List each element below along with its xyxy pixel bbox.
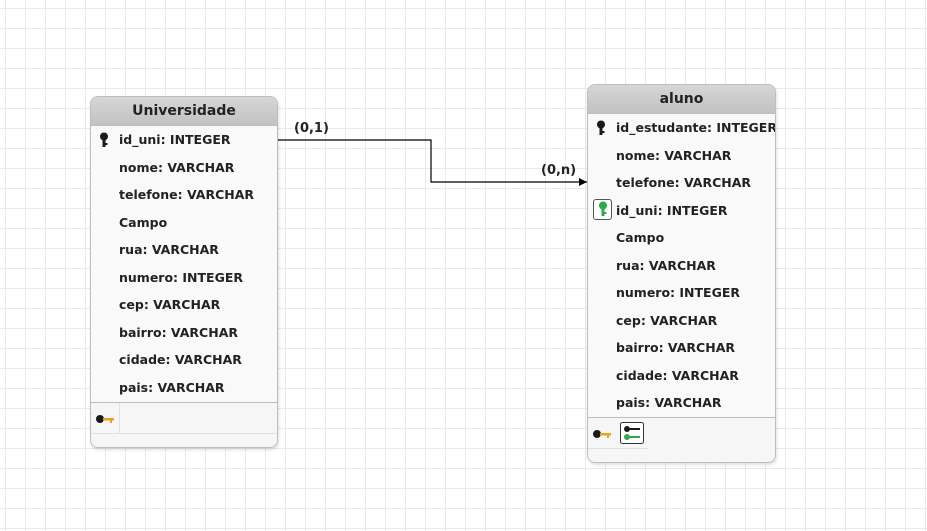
footer-cell[interactable] (120, 403, 277, 434)
field-row[interactable]: rua: VARCHAR (588, 252, 775, 280)
field-row[interactable]: numero: INTEGER (588, 279, 775, 307)
foreign-key-icon (593, 198, 612, 220)
field-label: cidade: VARCHAR (616, 367, 739, 383)
field-label: Campo (616, 230, 665, 245)
field-label: pais: VARCHAR (119, 379, 225, 395)
field-label: bairro: VARCHAR (119, 324, 238, 340)
field-row[interactable]: telefone: VARCHAR (91, 181, 277, 209)
primary-key-icon (99, 132, 113, 148)
field-label: id_uni: INTEGER (616, 202, 728, 218)
field-list: id_estudante: INTEGER nome: VARCHAR telefo… (588, 114, 775, 417)
entity-footer (588, 417, 775, 462)
field-row[interactable]: cep: VARCHAR (91, 291, 277, 319)
entity-footer (91, 402, 277, 447)
key-icon[interactable] (95, 410, 115, 429)
field-label: telefone: VARCHAR (119, 187, 255, 202)
field-label: bairro: VARCHAR (616, 340, 735, 355)
source-cardinality-label: (0,1) (294, 121, 329, 136)
field-row[interactable]: bairro: VARCHAR (588, 334, 775, 362)
field-row[interactable]: Campo (91, 209, 277, 237)
field-label: numero: INTEGER (119, 269, 244, 285)
field-row[interactable]: rua: VARCHAR (91, 236, 277, 264)
field-row[interactable]: cidade: VARCHAR (91, 346, 277, 374)
field-label: cidade: VARCHAR (119, 352, 242, 367)
target-cardinality-label: (0,n) (541, 163, 577, 178)
field-row[interactable]: numero: INTEGER (91, 264, 277, 292)
field-row[interactable]: cep: VARCHAR (588, 307, 775, 335)
entity-title[interactable]: aluno (588, 85, 775, 114)
field-row[interactable]: nome: VARCHAR (91, 154, 277, 182)
field-label: cep: VARCHAR (616, 312, 718, 328)
field-row[interactable]: pais: VARCHAR (91, 374, 277, 402)
entity-title[interactable]: Universidade (91, 97, 277, 126)
key-icon[interactable] (592, 425, 612, 444)
field-row[interactable]: id_uni: INTEGER (91, 126, 277, 154)
field-row[interactable]: bairro: VARCHAR (91, 319, 277, 347)
field-row[interactable]: id_estudante: INTEGER (588, 114, 775, 142)
field-label: id_uni: INTEGER (119, 132, 231, 147)
entity-universidade[interactable]: Universidade id_uni: INTEGER nome: VARCHA… (90, 96, 278, 448)
foreign-key-icon[interactable] (620, 422, 644, 448)
field-label: id_estudante: INTEGER (616, 120, 776, 135)
field-label: nome: VARCHAR (616, 147, 732, 163)
field-label: telefone: VARCHAR (616, 175, 752, 190)
field-row[interactable]: id_uni: INTEGER (588, 197, 775, 225)
field-label: rua: VARCHAR (616, 257, 716, 273)
field-label: Campo (119, 214, 168, 230)
field-label: rua: VARCHAR (119, 242, 219, 257)
field-label: cep: VARCHAR (119, 297, 221, 312)
field-row[interactable]: pais: VARCHAR (588, 389, 775, 417)
field-row[interactable]: Campo (588, 224, 775, 252)
field-row[interactable]: telefone: VARCHAR (588, 169, 775, 197)
field-list: id_uni: INTEGER nome: VARCHAR telefone: VA… (91, 126, 277, 401)
field-label: pais: VARCHAR (616, 395, 722, 410)
footer-cell[interactable] (91, 403, 120, 434)
entity-aluno[interactable]: aluno id_estudante: INTEGER nome: VARCHAR… (587, 84, 776, 463)
primary-key-icon (596, 120, 610, 136)
field-label: numero: INTEGER (616, 285, 741, 300)
field-label: nome: VARCHAR (119, 159, 235, 175)
field-row[interactable]: cidade: VARCHAR (588, 362, 775, 390)
footer-cell[interactable] (588, 418, 648, 449)
field-row[interactable]: nome: VARCHAR (588, 142, 775, 170)
